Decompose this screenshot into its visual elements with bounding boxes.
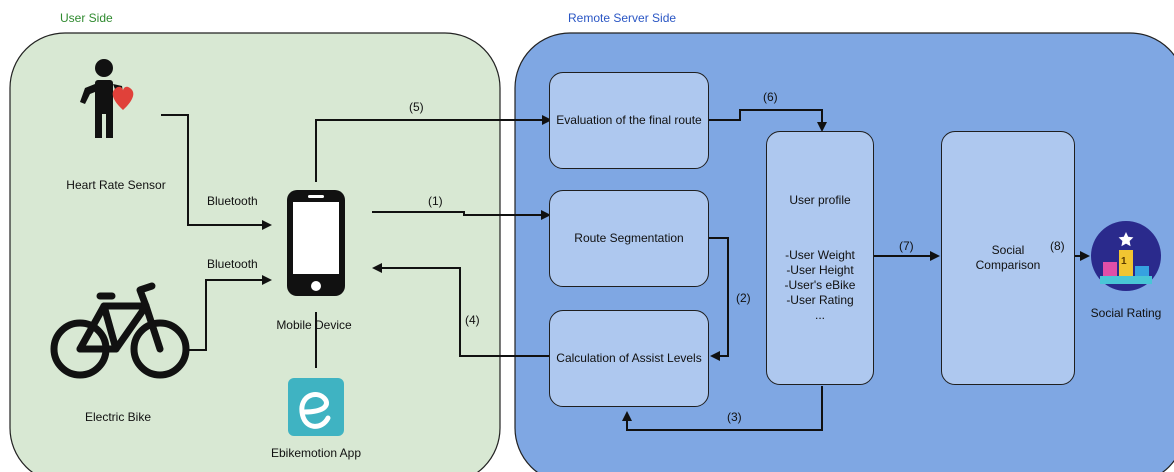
social-rating-label: Social Rating — [1090, 306, 1162, 320]
assist-levels-label: Calculation of Assist Levels — [556, 351, 702, 365]
heart-rate-sensor-label: Heart Rate Sensor — [66, 178, 166, 192]
user-profile-item: -User Weight — [785, 248, 855, 262]
user-side-region — [9, 32, 501, 472]
ebikemotion-app-label: Ebikemotion App — [270, 446, 362, 460]
step-label-6: (6) — [763, 90, 778, 104]
server-side-title: Remote Server Side — [568, 11, 677, 25]
step-label-4: (4) — [465, 313, 480, 327]
social-rating-badge-number: 1 — [1121, 256, 1127, 267]
heart-icon — [112, 86, 134, 110]
user-profile-item: -User's eBike — [784, 278, 856, 292]
user-profile-title: User profile — [789, 193, 851, 207]
route-segmentation-label: Route Segmentation — [574, 231, 684, 245]
step-label-3: (3) — [727, 410, 742, 424]
electric-bike-label: Electric Bike — [84, 410, 152, 424]
bicycle-icon — [50, 282, 190, 379]
route-segmentation-box: Route Segmentation — [549, 190, 709, 287]
user-profile-box: User profile -User Weight -User Height -… — [766, 131, 874, 385]
evaluation-final-route-label: Evaluation of the final route — [556, 113, 702, 127]
social-comparison-label: Social Comparison — [975, 243, 1041, 272]
mobile-device-label: Mobile Device — [276, 318, 352, 332]
user-profile-item: ... — [814, 308, 825, 322]
bluetooth-label-top: Bluetooth — [207, 194, 258, 208]
step-label-2: (2) — [736, 291, 751, 305]
assist-levels-box: Calculation of Assist Levels — [549, 310, 709, 407]
ebikemotion-app-icon — [288, 378, 344, 436]
user-side-title: User Side — [60, 11, 113, 25]
social-rating-badge-icon — [1091, 221, 1161, 291]
connector-lines — [161, 109, 1090, 431]
user-profile-item: -User Height — [786, 263, 854, 277]
step-label-7: (7) — [899, 239, 914, 253]
step-label-1: (1) — [428, 194, 443, 208]
mobile-phone-icon — [287, 190, 345, 296]
evaluation-final-route-box: Evaluation of the final route — [549, 72, 709, 169]
step-label-5: (5) — [409, 100, 424, 114]
social-comparison-box: Social Comparison — [941, 131, 1075, 385]
bluetooth-label-bottom: Bluetooth — [207, 257, 258, 271]
step-label-8: (8) — [1050, 239, 1065, 253]
user-profile-item: -User Rating — [786, 293, 854, 307]
